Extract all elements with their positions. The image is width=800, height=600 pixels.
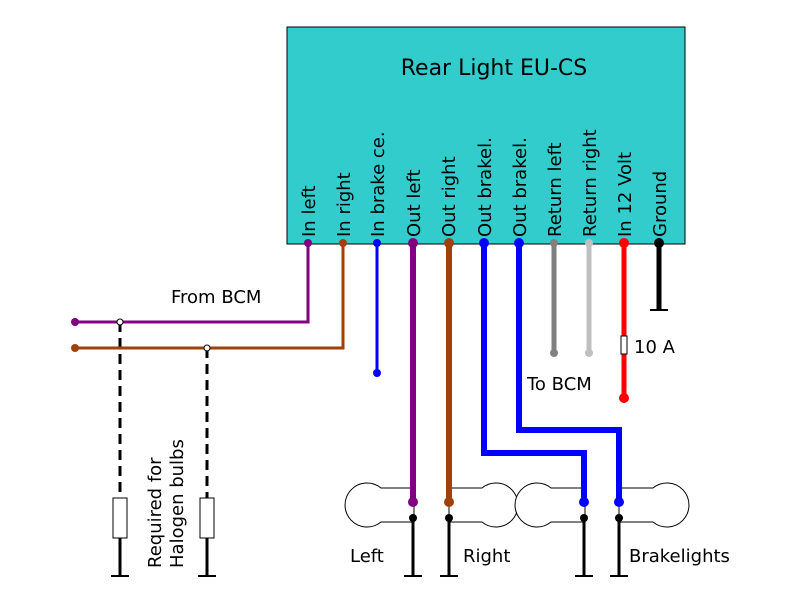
- junction-left: [116, 318, 124, 326]
- bulb-contact-brake-2: [614, 497, 624, 507]
- pin-label-out-brakel-2: Out brakel.: [510, 137, 531, 237]
- halogen-label-line2: Halogen bulbs: [167, 439, 188, 568]
- bulb-contact-left: [408, 497, 418, 507]
- right-label: Right: [463, 546, 510, 567]
- pin-label-ground: Ground: [650, 171, 671, 237]
- module-box: [286, 26, 686, 245]
- pin-dot-ground: [654, 238, 664, 248]
- pin-label-in-right: In right: [334, 172, 355, 237]
- pin-dot-in-12-volt: [619, 238, 629, 248]
- module-title: Rear Light EU-CS: [401, 56, 588, 81]
- pin-dot-in-left: [304, 239, 312, 247]
- pin-dot-out-right: [444, 238, 454, 248]
- wire-end-dot-12-volt: [619, 393, 629, 403]
- halogen-label-line1: Required for: [145, 457, 166, 568]
- wire-in-left: [75, 243, 310, 324]
- wire-out-brakel-2: [516, 243, 622, 502]
- left-label: Left: [350, 546, 384, 567]
- pin-label-in-left: In left: [299, 185, 320, 237]
- fuse-label: 10 A: [634, 337, 676, 358]
- bulb-ground-wires: [411, 518, 621, 576]
- wire-end-dot-brake-ce: [373, 369, 381, 377]
- pin-label-out-left: Out left: [404, 169, 425, 237]
- to-bcm-label: To BCM: [526, 374, 592, 395]
- wire-out-brakel-1: [481, 243, 587, 502]
- pin-dot-out-brakel-2: [514, 238, 524, 248]
- pin-dot-in-right: [339, 239, 347, 247]
- resistor-icon: [199, 497, 215, 539]
- resistor-icon: [112, 497, 128, 539]
- pin-label-in-brake-ce: In brake ce.: [368, 131, 389, 237]
- pin-dot-return-left: [550, 239, 558, 247]
- pin-labels: In left In right In brake ce. Out left O…: [299, 129, 671, 237]
- brakelights-label: Brakelights: [629, 546, 730, 567]
- pin-dot-return-right: [585, 239, 593, 247]
- pin-dot-in-brake-ce: [373, 239, 381, 247]
- from-bcm-label: From BCM: [171, 287, 261, 308]
- pin-label-return-left: Return left: [545, 142, 566, 237]
- bulb-ground-dots: [409, 514, 623, 522]
- junction-right: [203, 344, 211, 352]
- wire-end-dot-return-left: [550, 349, 558, 357]
- wire-in-right: [75, 243, 345, 350]
- pin-label-out-brakel-1: Out brakel.: [475, 137, 496, 237]
- pin-label-in-12-volt: In 12 Volt: [615, 152, 636, 237]
- bulb-contact-right: [444, 497, 454, 507]
- pin-label-return-right: Return right: [580, 129, 601, 237]
- pin-label-out-right: Out right: [439, 156, 460, 237]
- bulb-contact-brake-1: [579, 497, 589, 507]
- wire-end-dot-left: [71, 318, 79, 326]
- bulb-icon: [344, 482, 690, 528]
- wire-end-dot-return-right: [585, 349, 593, 357]
- pin-dot-out-left: [408, 238, 418, 248]
- wire-end-dot-right: [71, 344, 79, 352]
- pin-dot-out-brakel-1: [479, 238, 489, 248]
- fuse-icon: [620, 335, 628, 355]
